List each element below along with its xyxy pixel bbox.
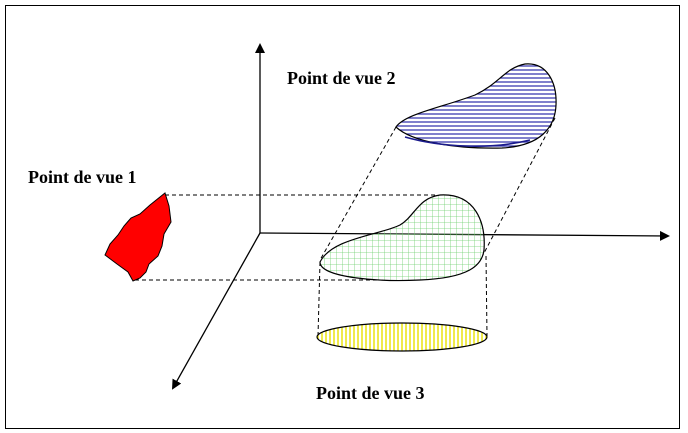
view3-label: Point de vue 3	[316, 383, 425, 403]
projection-lines-view1	[135, 194, 438, 281]
y-axis	[172, 232, 261, 390]
diagram-frame	[5, 5, 680, 429]
view2-label: Point de vue 2	[287, 68, 396, 88]
view3-shape	[316, 322, 488, 352]
projection-lines-view3	[317, 255, 488, 337]
projection-lines-view2	[319, 117, 556, 261]
view1-label: Point de vue 1	[28, 167, 137, 187]
view2-shape	[395, 63, 557, 149]
view1-shape	[104, 192, 172, 282]
center-shape	[319, 194, 485, 282]
view2-shadow	[404, 136, 531, 147]
